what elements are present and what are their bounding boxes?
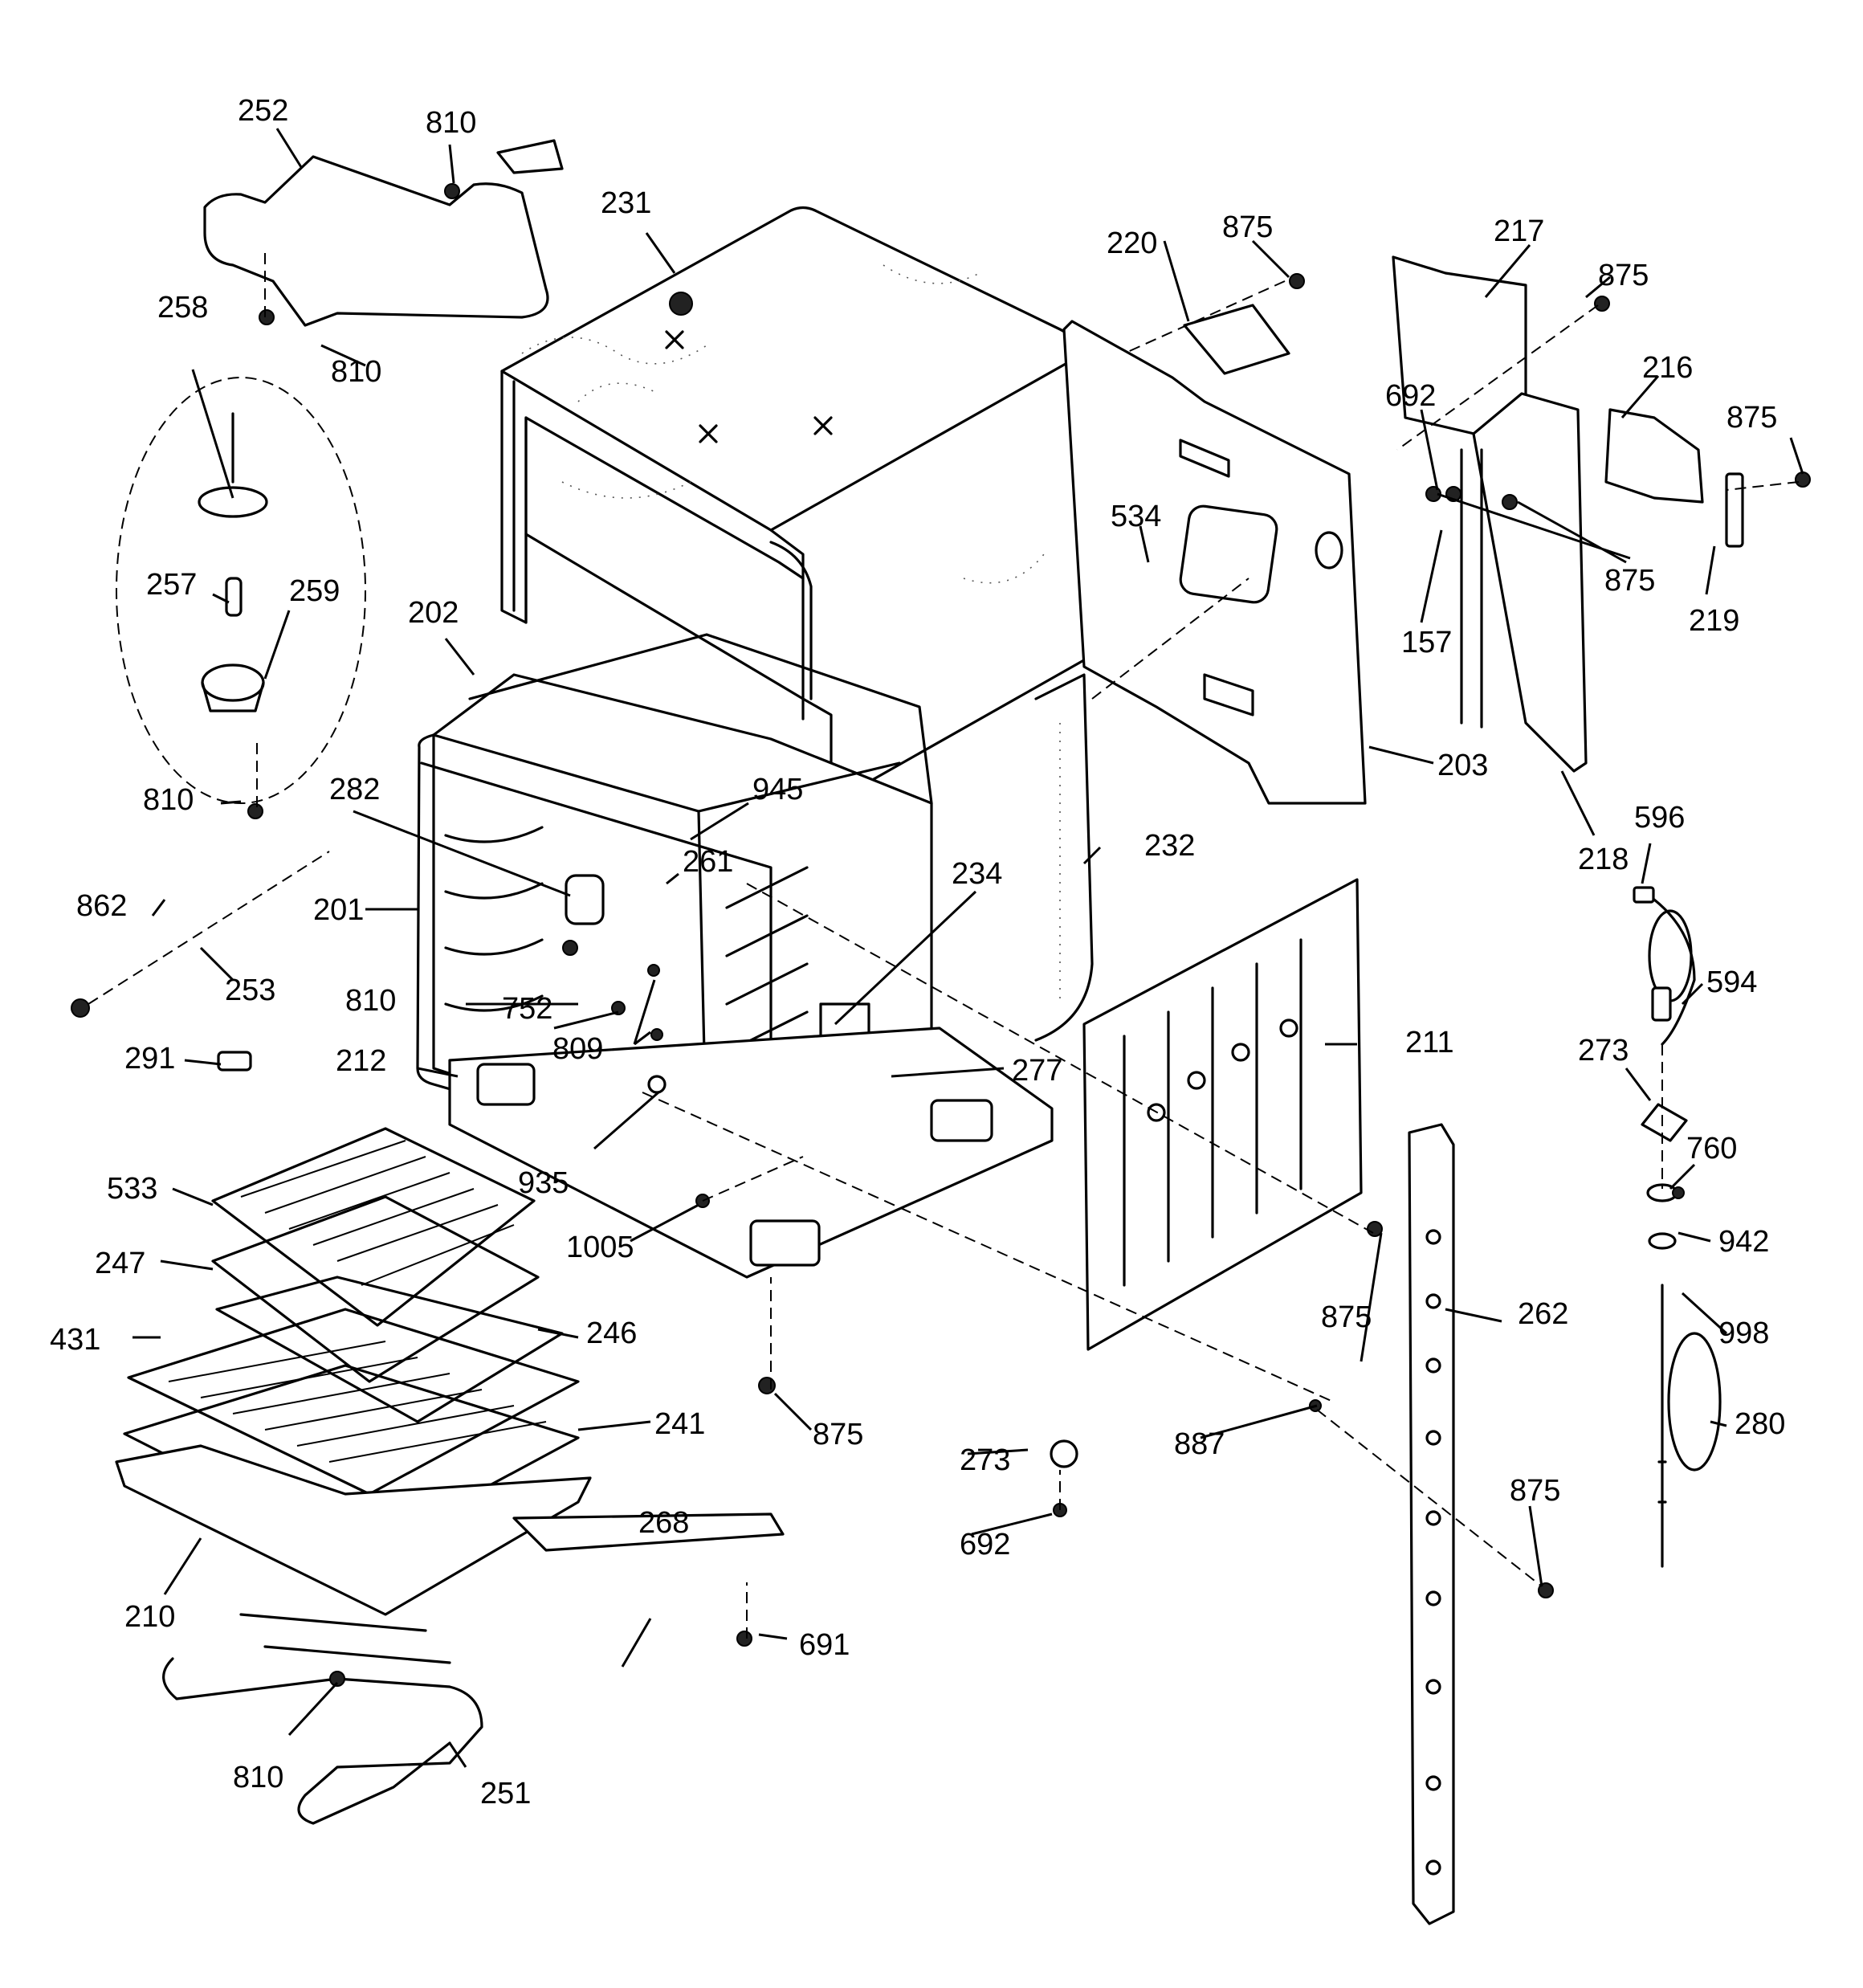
racks-and-pans <box>115 1127 592 1616</box>
callout-234: 234 <box>952 857 1002 891</box>
callout-810: 810 <box>426 106 476 140</box>
callout-810: 810 <box>331 355 381 389</box>
callout-268: 268 <box>638 1506 689 1540</box>
alignment-lines <box>88 253 1800 1639</box>
callout-241: 241 <box>654 1407 705 1441</box>
callout-1005: 1005 <box>566 1231 634 1264</box>
back-panel <box>1062 320 1367 805</box>
callout-935: 935 <box>518 1166 569 1200</box>
callout-220: 220 <box>1107 227 1157 260</box>
callout-203: 203 <box>1437 749 1488 782</box>
callout-labels: 252 810 810 231 258 257 259 810 202 282 … <box>50 94 1785 1810</box>
callout-273: 273 <box>960 1443 1010 1477</box>
callout-251: 251 <box>480 1777 531 1810</box>
callout-210: 210 <box>124 1600 175 1634</box>
callout-217: 217 <box>1494 214 1544 248</box>
callout-253: 253 <box>225 974 275 1007</box>
callout-218: 218 <box>1578 843 1629 876</box>
callout-533: 533 <box>107 1172 157 1206</box>
callout-157: 157 <box>1401 626 1452 659</box>
interior-back-wall <box>1082 878 1363 1351</box>
callout-594: 594 <box>1706 965 1757 999</box>
callout-945: 945 <box>752 773 803 806</box>
callout-810: 810 <box>143 783 194 817</box>
cabinet-side-and-floor <box>448 673 1094 1279</box>
sensor-probe <box>1633 886 1722 1568</box>
callout-216: 216 <box>1642 351 1693 385</box>
light-assembly-258 <box>116 377 366 804</box>
callout-875: 875 <box>1321 1300 1372 1334</box>
side-channels-and-brackets <box>1183 255 1744 773</box>
callout-875: 875 <box>1726 401 1777 435</box>
callout-257: 257 <box>146 568 197 602</box>
callout-596: 596 <box>1634 801 1685 835</box>
leader-lines <box>132 128 1804 1768</box>
vertical-rail <box>1408 1123 1455 1925</box>
callout-875: 875 <box>1598 259 1649 292</box>
callout-875: 875 <box>1222 210 1273 244</box>
callout-202: 202 <box>408 596 459 630</box>
callout-810: 810 <box>345 984 396 1018</box>
callout-201: 201 <box>313 893 364 927</box>
callout-887: 887 <box>1174 1427 1225 1461</box>
callout-875: 875 <box>1510 1474 1560 1508</box>
callout-752: 752 <box>502 992 552 1026</box>
callout-280: 280 <box>1735 1407 1785 1441</box>
callout-942: 942 <box>1718 1225 1769 1259</box>
callout-212: 212 <box>336 1044 386 1078</box>
heating-elements <box>162 139 785 1825</box>
outer-wrapper-top <box>500 206 1095 805</box>
callout-211: 211 <box>1405 1026 1454 1059</box>
callout-282: 282 <box>329 773 380 806</box>
callout-219: 219 <box>1689 604 1739 638</box>
callout-258: 258 <box>157 291 208 325</box>
callout-431: 431 <box>50 1323 100 1357</box>
callout-810: 810 <box>233 1761 283 1794</box>
callout-273: 273 <box>1578 1034 1629 1067</box>
callout-232: 232 <box>1144 829 1195 863</box>
callout-691: 691 <box>799 1628 850 1662</box>
callout-534: 534 <box>1111 500 1161 533</box>
callout-809: 809 <box>552 1032 603 1066</box>
callout-692: 692 <box>960 1528 1010 1561</box>
callout-262: 262 <box>1518 1297 1568 1331</box>
callout-692: 692 <box>1385 379 1436 413</box>
callout-998: 998 <box>1718 1316 1769 1350</box>
callout-252: 252 <box>238 94 288 128</box>
callout-246: 246 <box>586 1316 637 1350</box>
fasteners <box>71 183 1811 1687</box>
callout-875: 875 <box>813 1418 863 1451</box>
callout-291: 291 <box>124 1042 175 1076</box>
callout-259: 259 <box>289 574 340 608</box>
callout-231: 231 <box>601 186 651 220</box>
callout-862: 862 <box>76 889 127 923</box>
callout-875: 875 <box>1604 564 1655 598</box>
callout-261: 261 <box>683 845 733 879</box>
callout-760: 760 <box>1686 1132 1737 1165</box>
callout-247: 247 <box>95 1247 145 1280</box>
callout-277: 277 <box>1012 1054 1062 1088</box>
